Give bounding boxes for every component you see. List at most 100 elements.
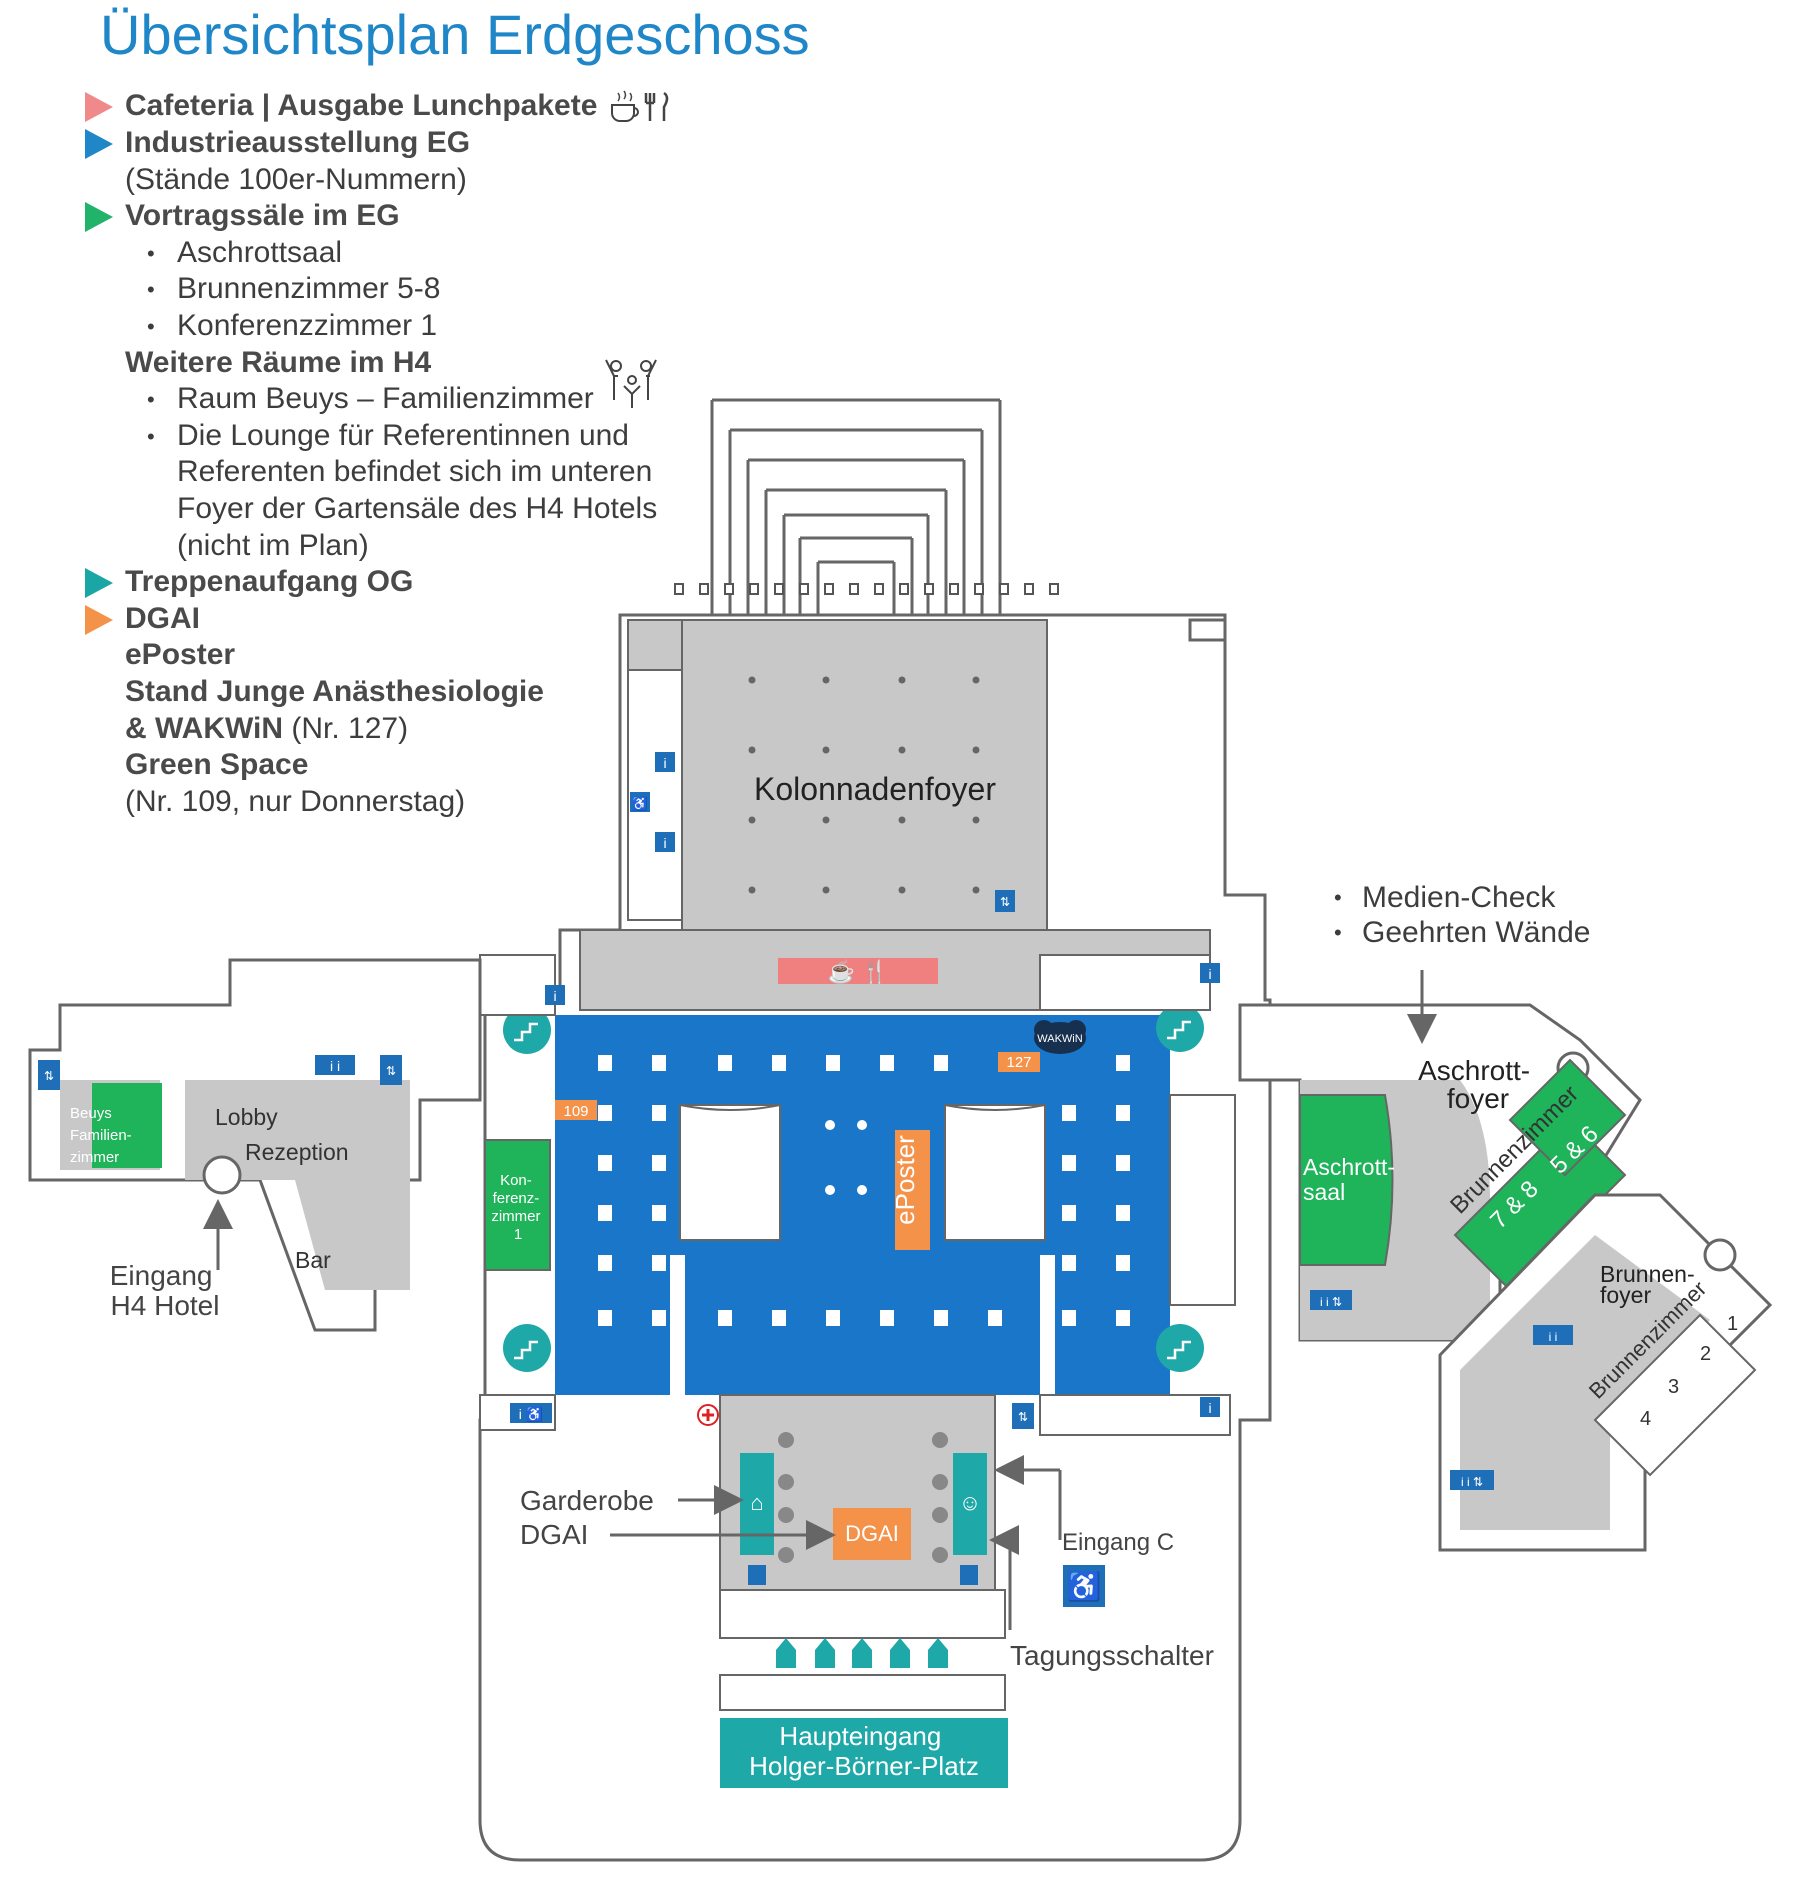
blue-marker-icon xyxy=(85,129,113,160)
toilet-icon: i ♿ xyxy=(510,1403,552,1423)
kolonnadenfoyer-room xyxy=(681,619,1048,991)
dgai-booth xyxy=(833,1508,911,1560)
aschrott-saal xyxy=(1299,1094,1394,1266)
first-aid-icon xyxy=(697,1404,719,1426)
legend-weitere-item: Raum Beuys – Familienzimmer xyxy=(85,359,725,418)
lobby-label: Lobby xyxy=(215,1104,278,1130)
toilet-icon: i xyxy=(655,752,675,772)
inner-court-left xyxy=(679,1104,781,1241)
h4-lobby xyxy=(185,1080,410,1290)
industrie-lower-hall xyxy=(685,1255,1040,1395)
brunnenzimmer-78 xyxy=(1453,1118,1627,1292)
legend-dgai-line: Stand Junge Anästhesiologie xyxy=(125,674,544,708)
vestibule xyxy=(719,1589,1006,1639)
haupteingang-label: Haupteingang Holger-Börner-Platz xyxy=(749,1721,979,1781)
hall-pillars xyxy=(778,1432,948,1563)
elevator-icon: ⇅ xyxy=(995,890,1015,912)
legend-vortrag: Vortragssäle im EG xyxy=(85,198,725,235)
svg-text:♿: ♿ xyxy=(632,796,648,811)
svg-text:⇅: ⇅ xyxy=(1018,1410,1028,1424)
eposter-label: ePoster xyxy=(890,1135,920,1225)
legend-vortrag-item: Aschrottsaal xyxy=(85,235,725,272)
wheelchair-icon: ♿ xyxy=(1063,1565,1105,1607)
svg-text:i i ⇅: i i ⇅ xyxy=(1320,1295,1342,1309)
svg-text:⇅: ⇅ xyxy=(386,1064,396,1078)
inner-court-right xyxy=(944,1104,1046,1241)
brunnen-foyer-label: Brunnen- foyer xyxy=(1600,1261,1701,1308)
stairs-icon xyxy=(503,1006,551,1054)
brunnen-foyer-area xyxy=(1460,1235,1710,1530)
right-list: Medien-Check Geehrten Wände xyxy=(1330,880,1590,950)
beuys-room xyxy=(92,1083,162,1168)
blue-hall-pillars xyxy=(598,1055,1130,1326)
wheelchair-icon: ♿ xyxy=(630,792,650,812)
elevator-icon: ⇅ xyxy=(38,1060,60,1090)
stairs-icon xyxy=(1156,1324,1204,1372)
bar-label: Bar xyxy=(295,1247,331,1273)
page-title: Übersichtsplan Erdgeschoss xyxy=(100,3,810,66)
eingang-h4-label: Eingang H4 Hotel xyxy=(110,1260,221,1321)
right-list-item: Geehrten Wände xyxy=(1330,915,1590,950)
konferenzzimmer-1 xyxy=(484,1139,551,1271)
legend-lounge-line: Referenten befindet sich im unteren xyxy=(177,455,653,489)
legend-industrie: Industrieausstellung EG xyxy=(85,125,725,162)
svg-text:i ♿: i ♿ xyxy=(519,1406,543,1423)
toilet-icon: i i xyxy=(315,1055,355,1075)
legend-lounge: Die Lounge für Referentinnen und xyxy=(85,418,725,455)
svg-text:i i: i i xyxy=(330,1058,340,1074)
svg-text:i: i xyxy=(663,755,666,771)
svg-text:WAKWiN: WAKWiN xyxy=(1037,1033,1082,1045)
elevator-icon: ⇅ xyxy=(1012,1403,1034,1429)
entrance-doors xyxy=(719,1674,1006,1711)
person-desk-icon: ☺ xyxy=(959,1490,981,1515)
brunnenzimmer-1-4 xyxy=(1593,1313,1757,1477)
tagungsschalter-label: Tagungsschalter xyxy=(1010,1640,1214,1671)
toilet-icon: i i ⇅ xyxy=(1310,1290,1352,1310)
legend-industrie-sub: (Stände 100er-Nummern) xyxy=(125,162,467,196)
tagungsschalter-area xyxy=(953,1453,987,1555)
legend-lounge-line: (nicht im Plan) xyxy=(177,528,369,562)
entry-arrow-icons xyxy=(776,1638,948,1668)
svg-text:i: i xyxy=(553,988,556,1004)
legend-vortrag-item: Brunnenzimmer 5-8 xyxy=(85,271,725,308)
family-icon xyxy=(605,359,658,409)
service-rooms xyxy=(479,954,1236,1436)
rezeption-label: Rezeption xyxy=(245,1139,349,1165)
stand-109-label: 109 xyxy=(563,1103,588,1120)
teal-marker-icon xyxy=(85,568,113,599)
orange-marker-icon xyxy=(85,604,113,635)
eposter-area xyxy=(895,1130,930,1250)
legend-lounge-line: Foyer der Gartensäle des H4 Hotels xyxy=(177,492,658,526)
svg-text:i: i xyxy=(1208,1400,1211,1416)
green-marker-icon xyxy=(85,202,113,233)
svg-text:⇅: ⇅ xyxy=(44,1069,54,1083)
legend-cafeteria: Cafeteria | Ausgabe Lunchpakete xyxy=(85,88,725,125)
svg-text:i: i xyxy=(1208,966,1211,982)
brunnen-room-label: 3 xyxy=(1668,1376,1679,1398)
toilet-icon: i i xyxy=(1533,1325,1573,1345)
garderobe-label: Garderobe xyxy=(520,1485,654,1516)
center-dots xyxy=(825,1120,867,1195)
kolonnadenfoyer-label: Kolonnadenfoyer xyxy=(754,771,996,807)
revolving-door xyxy=(1703,1238,1737,1272)
brunnen-room-label: 4 xyxy=(1640,1408,1651,1430)
column-row-top xyxy=(674,583,1059,595)
stand-127 xyxy=(998,1052,1040,1072)
aschrott-saal-label: Aschrott- saal xyxy=(1303,1154,1401,1205)
elevator-icon: ⇅ xyxy=(380,1055,402,1085)
legend-green-space: Green Space xyxy=(125,748,309,782)
legend-green-space-note: (Nr. 109, nur Donnerstag) xyxy=(125,784,466,818)
stairs-icon xyxy=(1156,1004,1204,1052)
toilet-icon: i xyxy=(545,985,565,1005)
colonnade-steps xyxy=(710,398,1002,615)
svg-text:♿: ♿ xyxy=(1067,1570,1102,1603)
legend: Cafeteria | Ausgabe Lunchpakete Industri… xyxy=(85,88,725,820)
brunnen-room-label: 2 xyxy=(1700,1343,1711,1365)
right-list-item: Medien-Check xyxy=(1330,880,1590,915)
beuys-label: Beuys Familien- zimmer xyxy=(70,1105,136,1166)
legend-dgai-wakwin: & WAKWiN (Nr. 127) xyxy=(125,711,409,745)
toilet-icon: i xyxy=(655,832,675,852)
svg-text:i i ⇅: i i ⇅ xyxy=(1461,1475,1483,1489)
salmon-marker-icon xyxy=(85,92,113,122)
